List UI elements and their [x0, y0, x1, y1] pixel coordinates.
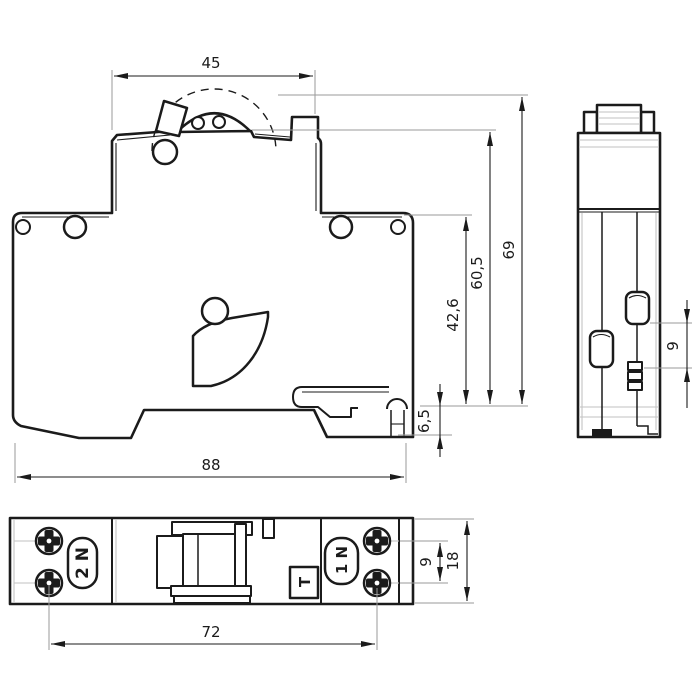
slider-left-block — [156, 535, 184, 589]
terminal-badge-left — [66, 536, 99, 590]
side-terminal-upper — [624, 290, 651, 326]
dim-60-5: 60,5 — [468, 256, 486, 289]
side-contact-block — [592, 429, 612, 437]
screw-right-top — [362, 526, 392, 556]
latch-slot — [292, 386, 389, 418]
label-test-t: T — [296, 576, 314, 587]
label-terminal-2n: 2 N — [73, 547, 93, 579]
screw-right-bottom — [362, 568, 392, 598]
terminal-badge-right — [323, 536, 360, 586]
slider-window — [182, 533, 241, 587]
slider-bottom-bar-2 — [173, 595, 251, 604]
shoulder-hole-left-small — [15, 219, 31, 235]
front-view — [11, 88, 415, 440]
dim-69: 69 — [500, 240, 518, 259]
side-toggle-ear-left — [582, 110, 599, 135]
side-view: 9 — [576, 103, 692, 439]
test-button — [288, 565, 320, 600]
edge-inner-top — [116, 134, 171, 141]
side-bar-1 — [627, 361, 643, 371]
toggle-lever — [154, 99, 189, 138]
bottom-view: 2 N 1 N T 72 9 18 — [8, 516, 474, 650]
shoulder-hole-right-big — [328, 214, 354, 240]
shoulder-hole-right-small — [390, 219, 406, 235]
side-terminal-lower — [588, 329, 615, 369]
dim-18: 18 — [444, 551, 462, 570]
screw-left-top — [34, 526, 64, 556]
dim-side-9: 9 — [664, 341, 682, 351]
dim-72: 72 — [201, 623, 220, 641]
dim-bottom-9: 9 — [417, 557, 435, 567]
mechanism-window — [191, 310, 270, 388]
slider-pin — [262, 518, 275, 539]
front-body-outline — [11, 115, 415, 440]
front-hole-top — [151, 138, 179, 166]
side-body — [576, 131, 662, 439]
front-view-dimensions: 45 88 42,6 60,5 69 6,5 — [14, 54, 528, 483]
slider-bottom-bar — [170, 585, 252, 597]
side-bar-2 — [627, 371, 643, 381]
boss-hole-left — [191, 116, 205, 130]
label-terminal-1n: 1 N — [333, 546, 351, 574]
side-bar-3 — [627, 381, 643, 391]
dim-45: 45 — [201, 54, 220, 72]
boss-hole-right — [212, 115, 226, 129]
mechanism-hole — [200, 296, 230, 326]
dim-88: 88 — [201, 456, 220, 474]
slider-right-bar — [234, 523, 247, 587]
notch-inner — [254, 133, 291, 138]
side-toggle — [595, 103, 643, 135]
dim-6-5: 6,5 — [415, 409, 433, 433]
latch-boss — [386, 398, 408, 410]
shoulder-hole-left-big — [62, 214, 88, 240]
side-foot-step — [637, 425, 658, 435]
side-toggle-ear-right — [639, 110, 656, 135]
dim-42-6: 42,6 — [444, 298, 462, 331]
